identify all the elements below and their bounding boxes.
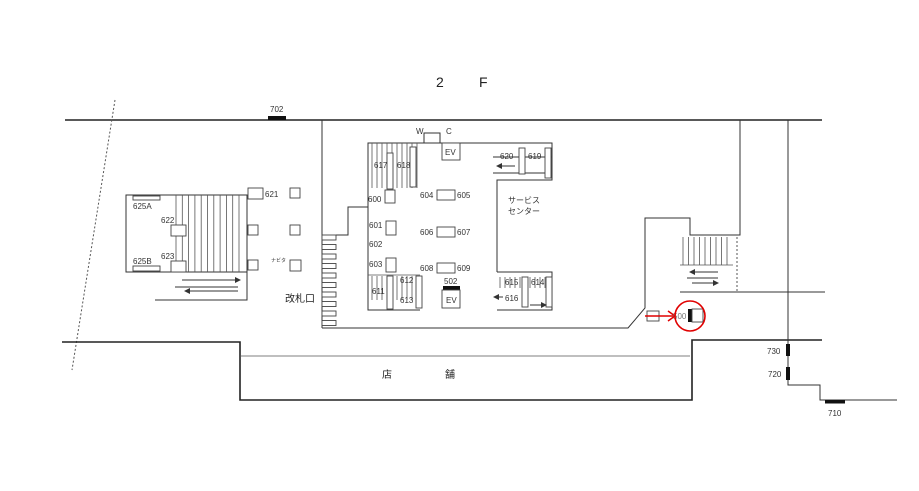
ev-502-label: 502 <box>444 277 458 286</box>
ticket-gate <box>321 301 337 307</box>
label-607: 607 <box>457 228 471 237</box>
ticket-gate <box>321 263 337 269</box>
ev-bottom-label: EV <box>446 296 457 305</box>
locker-620 <box>518 147 526 175</box>
ticket-gate <box>321 272 337 279</box>
east-wall <box>787 120 897 401</box>
elevator-bottom <box>441 289 461 309</box>
label-613: 613 <box>400 296 414 305</box>
label-609: 609 <box>457 264 471 273</box>
label-619: 619 <box>528 152 542 161</box>
label-606: 606 <box>420 228 434 237</box>
concourse-walls <box>321 120 825 329</box>
restroom-entry <box>423 132 441 143</box>
locker-606-607 <box>436 226 456 238</box>
label-500: 500 <box>673 312 687 321</box>
locker-604-605 <box>436 189 456 201</box>
ticket-gate <box>321 320 337 326</box>
label-623: 623 <box>161 252 175 261</box>
label-618: 618 <box>397 161 411 170</box>
label-615: 615 <box>505 278 519 287</box>
shop-label-2: 舗 <box>445 368 455 381</box>
floor-level: 2 <box>436 74 444 90</box>
left-stairs <box>125 194 248 301</box>
ticket-gate-label: 改札口 <box>285 292 315 305</box>
locker-621 <box>247 187 264 200</box>
label-616: 616 <box>505 294 519 303</box>
pillar <box>289 187 301 199</box>
exit-702-label: 702 <box>270 105 284 114</box>
label-602: 602 <box>369 240 383 249</box>
locker-614 <box>545 276 553 308</box>
locker-608-609 <box>436 262 456 274</box>
exit-730-marker <box>786 344 790 356</box>
elevator-top <box>441 142 461 161</box>
navita-kiosk <box>289 259 302 272</box>
exit-720-label: 720 <box>768 370 782 379</box>
ev-502-marker <box>443 286 460 290</box>
ticket-gate <box>321 253 337 260</box>
label-622: 622 <box>161 216 175 225</box>
label-605: 605 <box>457 191 471 200</box>
ticket-gate <box>321 310 337 317</box>
label-c: C <box>446 127 452 136</box>
floor-unit: F <box>479 74 488 90</box>
right-stairs <box>680 237 733 286</box>
ev-top-label: EV <box>445 148 456 157</box>
pillar <box>289 224 301 236</box>
label-w: W <box>416 127 424 136</box>
label-612: 612 <box>400 276 414 285</box>
locker-603 <box>385 257 397 273</box>
locker-500[interactable] <box>691 308 704 323</box>
locker-601-602 <box>385 220 397 236</box>
service-center-line1: サービス <box>508 196 540 205</box>
label-625b: 625B <box>133 257 152 266</box>
shop-label-1: 店 <box>382 368 392 381</box>
label-600: 600 <box>368 195 382 204</box>
label-603: 603 <box>369 260 383 269</box>
label-601: 601 <box>369 221 383 230</box>
label-604: 604 <box>420 191 434 200</box>
label-621: 621 <box>265 190 279 199</box>
highlight-circle <box>674 300 706 332</box>
locker-615 <box>521 276 529 308</box>
service-center-line2: センター <box>508 207 540 216</box>
exit-710-marker <box>825 400 845 404</box>
label-625a: 625A <box>133 202 152 211</box>
ticket-gate <box>321 291 337 298</box>
locker-619 <box>544 147 552 179</box>
pillar <box>247 259 259 271</box>
label-614: 614 <box>531 278 545 287</box>
ticket-gate <box>321 244 337 250</box>
exit-702-marker <box>268 116 286 120</box>
ticket-gate <box>321 282 337 288</box>
locker-600 <box>384 189 396 204</box>
ticket-gate <box>321 234 337 241</box>
pillar <box>247 224 259 236</box>
exit-730-label: 730 <box>767 347 781 356</box>
label-617: 617 <box>374 161 388 170</box>
label-navita: ナビタ <box>271 257 286 264</box>
label-611: 611 <box>372 287 385 296</box>
label-620: 620 <box>500 152 514 161</box>
escalator-614-616 <box>499 277 551 288</box>
exit-710-label: 710 <box>828 409 842 418</box>
exit-720-marker <box>786 367 790 380</box>
locker-500-marker <box>688 309 692 322</box>
south-wall <box>62 339 822 401</box>
label-608: 608 <box>420 264 434 273</box>
dotted-boundary <box>71 99 116 371</box>
